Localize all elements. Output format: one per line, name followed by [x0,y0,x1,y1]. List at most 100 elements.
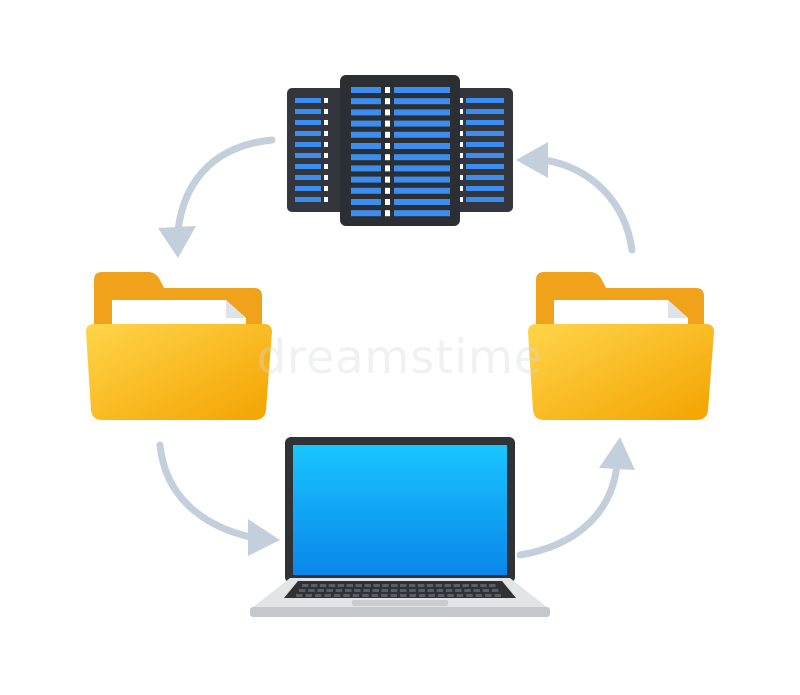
server-slot [351,131,381,138]
keyboard-key [455,589,462,592]
server-slot [351,87,381,93]
keyboard-key [382,584,389,587]
server-slot [394,210,450,217]
server-led [459,186,463,191]
server-led [385,87,390,93]
server-right-unit [445,88,513,212]
server-led [385,109,390,116]
keyboard-key [346,584,353,587]
arrow-right-folder-to-server [516,142,636,254]
server-slot [295,164,321,169]
server-slot [466,153,504,158]
server-slot [394,154,450,161]
server-led [324,131,328,136]
server-slot [351,187,381,194]
keyboard-key [400,584,407,587]
server-led [324,175,328,180]
keyboard-key [390,589,398,592]
server-led [459,164,463,169]
keyboard-key [381,589,389,592]
keyboard-key [354,589,361,592]
server-led [459,98,463,103]
server-led [324,153,328,158]
keyboard-key [427,589,434,592]
server-led [459,175,463,180]
keyboard-key [471,584,478,587]
server-led [385,210,390,217]
server-led [385,165,390,172]
keyboard-key [491,589,499,592]
keyboard-key [296,594,303,597]
server-led [459,153,463,158]
keyboard-key [417,584,425,587]
keyboard-key [310,584,318,587]
server-slot [351,109,381,116]
server-slot [351,176,381,183]
server-slot [295,153,321,158]
laptop-touchpad [352,600,448,606]
keyboard-key [344,589,352,592]
keyboard-key [435,584,443,587]
keyboard-key [328,584,336,587]
server-center-unit [340,75,460,226]
keyboard-key [428,594,435,597]
server-slot [351,143,381,149]
keyboard-key [308,589,315,592]
arrow-laptop-to-right-folder [516,437,635,559]
keyboard-key [317,589,324,592]
keyboard-key [314,594,322,597]
server-led [385,199,390,205]
keyboard-keys [296,584,501,597]
server-slot [394,176,450,183]
keyboard-key [326,589,333,592]
server-slot [351,210,381,217]
keyboard-key [372,589,379,592]
keyboard-key [480,584,487,587]
keyboard-key [409,594,416,597]
server-slot [466,98,504,103]
keyboard-key [373,584,380,587]
server-slot [466,109,504,114]
server-slot [295,98,321,103]
server-slot [295,175,321,180]
server-slot [295,186,321,191]
server-slot [295,131,321,136]
server-slot [351,199,381,205]
server-slot [295,197,321,202]
folder-right-icon [528,272,714,420]
arrow-left-folder-to-laptop [156,441,280,556]
server-led [459,142,463,147]
keyboard-key [426,584,434,587]
server-slot [394,98,450,105]
keyboard-key [408,584,416,587]
server-led [324,186,328,191]
keyboard-key [409,589,416,592]
keyboard-key [436,589,444,592]
keyboard-key [485,594,492,597]
keyboard-key [494,594,501,597]
server-rack-icon [287,75,513,226]
arrow-server-to-left-folder [158,136,276,258]
keyboard-key [464,589,471,592]
server-slot [295,142,321,147]
keyboard-key [299,589,306,592]
server-slot [466,197,504,202]
server-slot [466,175,504,180]
server-led [385,176,390,183]
server-slot [295,109,321,114]
keyboard-key [456,594,464,597]
keyboard-key [302,584,309,587]
keyboard-key [364,584,371,587]
keyboard-key [352,594,360,597]
server-led [385,120,390,127]
laptop-screen [293,445,507,575]
keyboard-key [475,594,483,597]
laptop-bottom-edge [250,607,550,617]
keyboard-key [333,594,341,597]
server-led [459,197,463,202]
server-led [324,197,328,202]
server-slot [394,87,450,93]
keyboard-key [489,584,496,587]
server-slot [466,164,504,169]
